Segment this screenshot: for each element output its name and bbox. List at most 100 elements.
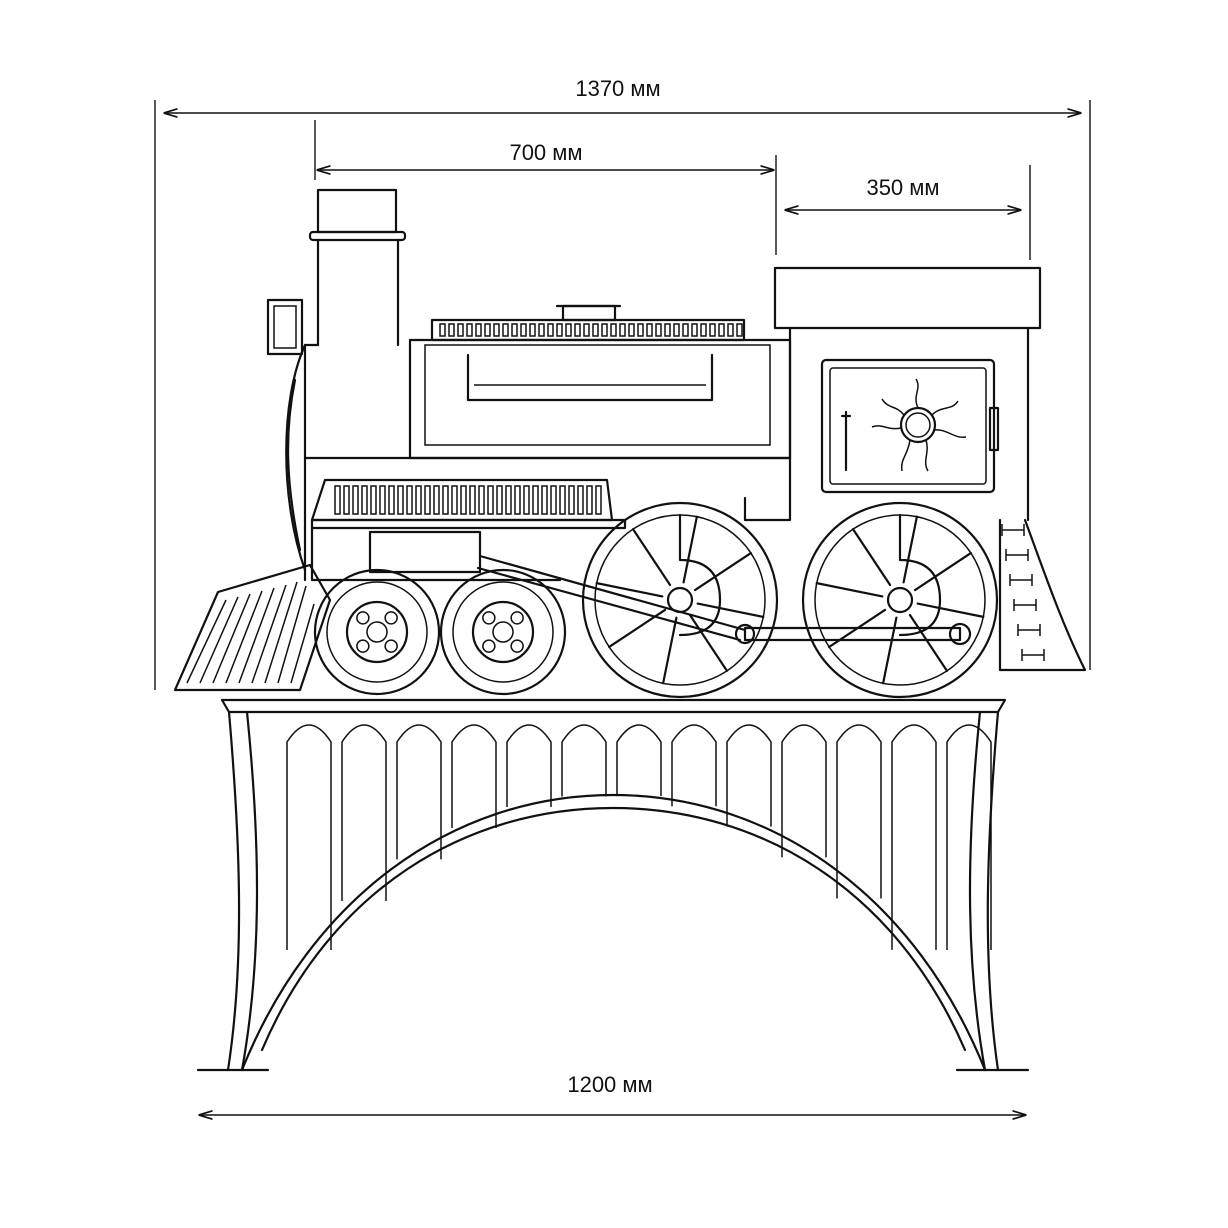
wheel-rim (581, 501, 779, 699)
railing-slat (577, 485, 584, 515)
smokestack (308, 188, 407, 347)
railing-slat (595, 485, 602, 515)
dimension-label-grill: 700 мм (509, 140, 582, 165)
grill-slat (457, 323, 464, 337)
grill-slat (610, 323, 617, 337)
grill-slat (484, 323, 491, 337)
front-lamp (266, 298, 304, 356)
railing-slats (334, 485, 602, 515)
bridge-arch (836, 724, 882, 899)
ladder-rung (1017, 624, 1041, 636)
grill-slat (601, 323, 608, 337)
wheel-spoke (682, 515, 698, 584)
grill-slat (475, 323, 482, 337)
grill-slat (583, 323, 590, 337)
wheel-inner-rim (452, 581, 554, 683)
ladder-rung (1001, 524, 1025, 536)
grill-slat (574, 323, 581, 337)
running-board (310, 478, 627, 582)
wheel-spoke (595, 582, 664, 598)
grill-slat (439, 323, 446, 337)
bridge-arch (396, 724, 442, 860)
driving-wheel (801, 501, 999, 699)
grill-slat (709, 323, 716, 337)
wheel-hub (886, 586, 914, 614)
bridge-arch (616, 724, 662, 797)
railing-slat (514, 485, 521, 515)
wheel-spoke (688, 613, 729, 672)
wheel-spoke (631, 528, 672, 587)
railing-slat (532, 485, 539, 515)
railing-slat (334, 485, 341, 515)
dimension-label-overall: 1370 мм (575, 76, 660, 101)
railing-slat (343, 485, 350, 515)
railing-slat (361, 485, 368, 515)
wheel-spoke (908, 613, 949, 672)
door-hinge (988, 406, 1000, 452)
wheel-spoke (815, 582, 884, 598)
grill-slat (700, 323, 707, 337)
grill-slat (547, 323, 554, 337)
wheel-spoke (696, 602, 765, 618)
railing-slat (415, 485, 422, 515)
grill-box (303, 304, 792, 460)
railing-slat (406, 485, 413, 515)
railing-slat (505, 485, 512, 515)
grill-slat (529, 323, 536, 337)
grill-slat (565, 323, 572, 337)
grill-slat (628, 323, 635, 337)
bridge-arch (451, 724, 497, 829)
grill-slat (673, 323, 680, 337)
wheel-hole (482, 611, 496, 625)
small-wheel (439, 568, 567, 696)
railing-slat (469, 485, 476, 515)
grill-slat (736, 323, 743, 337)
cow-catcher (173, 563, 332, 692)
railing-slat (388, 485, 395, 515)
grill-slat (718, 323, 725, 337)
wheel-spoke (851, 528, 892, 587)
small-wheel (313, 568, 441, 696)
wheel-counterweight (678, 513, 722, 637)
wheel-spoke (916, 602, 985, 618)
ladder-rung (1013, 599, 1037, 611)
door-handle (840, 410, 852, 472)
railing-slat (352, 485, 359, 515)
grill-slat (664, 323, 671, 337)
railing-slat (586, 485, 593, 515)
wheel-hole (510, 611, 524, 625)
grill-slat (691, 323, 698, 337)
grill-slat (727, 323, 734, 337)
wheel-hole (384, 639, 398, 653)
dimension-label-base: 1200 мм (567, 1072, 652, 1097)
wheel-hub-plate (471, 600, 535, 664)
wheel-hole (482, 639, 496, 653)
dimension-overall: 1370 мм (154, 76, 1091, 690)
grill-slat (448, 323, 455, 337)
wheel-rim (439, 568, 567, 696)
bridge-arch (561, 724, 607, 797)
railing-slat (442, 485, 449, 515)
railing-slat (523, 485, 530, 515)
wheel-hole (384, 611, 398, 625)
wheel-rim (801, 501, 999, 699)
sun-icon (871, 378, 967, 472)
railing-slat (478, 485, 485, 515)
wheel-spoke (608, 608, 667, 649)
grill-slat (592, 323, 599, 337)
grill-slat (646, 323, 653, 337)
ladder-rung (1009, 574, 1033, 586)
bridge-arch (726, 724, 772, 827)
connecting-rods (476, 554, 972, 646)
bridge-arch (781, 724, 827, 858)
grill-slat (520, 323, 527, 337)
wheel-spoke (913, 551, 972, 592)
wheel-rim (313, 568, 441, 696)
ladder-rungs (1001, 524, 1045, 661)
railing-slat (460, 485, 467, 515)
railing-slat (379, 485, 386, 515)
grill-slat (502, 323, 509, 337)
wheel-spoke (902, 515, 918, 584)
wheel-hole (356, 639, 370, 653)
ladder-rung (1005, 549, 1029, 561)
